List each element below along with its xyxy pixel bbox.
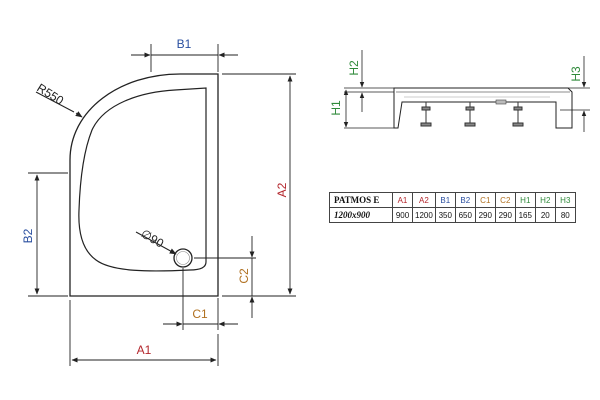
spec-header-row: PATMOS E A1 A2 B1 B2 C1 C2 H1 H2 H3 xyxy=(329,192,576,208)
header-cell: C1 xyxy=(474,192,496,208)
h2-label: H2 xyxy=(347,60,361,76)
tray-outline xyxy=(69,73,219,297)
side-view xyxy=(393,87,573,129)
model-size: 1200x900 xyxy=(329,207,393,223)
h1-label: H1 xyxy=(329,100,343,116)
h3-label: H3 xyxy=(569,66,583,82)
header-cell: C2 xyxy=(494,192,516,208)
c1-label: C1 xyxy=(192,307,208,321)
spec-table: PATMOS E A1 A2 B1 B2 C1 C2 H1 H2 H3 1200… xyxy=(329,192,576,223)
header-cell: A2 xyxy=(412,192,436,208)
header-cell: H2 xyxy=(534,192,556,208)
value-cell: 290 xyxy=(494,207,516,223)
c2-label: C2 xyxy=(237,268,251,284)
header-cell: B2 xyxy=(454,192,476,208)
value-cell: 290 xyxy=(474,207,496,223)
header-cell: A1 xyxy=(392,192,413,208)
model-name: PATMOS E xyxy=(329,192,393,208)
header-cell: B1 xyxy=(434,192,456,208)
a1-label: A1 xyxy=(137,343,152,357)
value-cell: 165 xyxy=(514,207,536,223)
value-cell: 350 xyxy=(434,207,456,223)
header-cell: H3 xyxy=(554,192,576,208)
value-cell: 1200 xyxy=(412,207,436,223)
b1-label: B1 xyxy=(177,37,192,51)
radius-label: R550 xyxy=(34,81,66,108)
value-cell: 20 xyxy=(534,207,556,223)
value-cell: 900 xyxy=(392,207,413,223)
value-cell: 80 xyxy=(554,207,576,223)
drain-diameter-label: ∅90 xyxy=(139,226,167,250)
spec-value-row: 1200x900 900 1200 350 650 290 290 165 20… xyxy=(329,207,576,223)
a2-label: A2 xyxy=(275,182,289,197)
header-cell: H1 xyxy=(514,192,536,208)
b2-label: B2 xyxy=(21,228,35,243)
tray-basin xyxy=(78,87,207,272)
value-cell: 650 xyxy=(454,207,476,223)
